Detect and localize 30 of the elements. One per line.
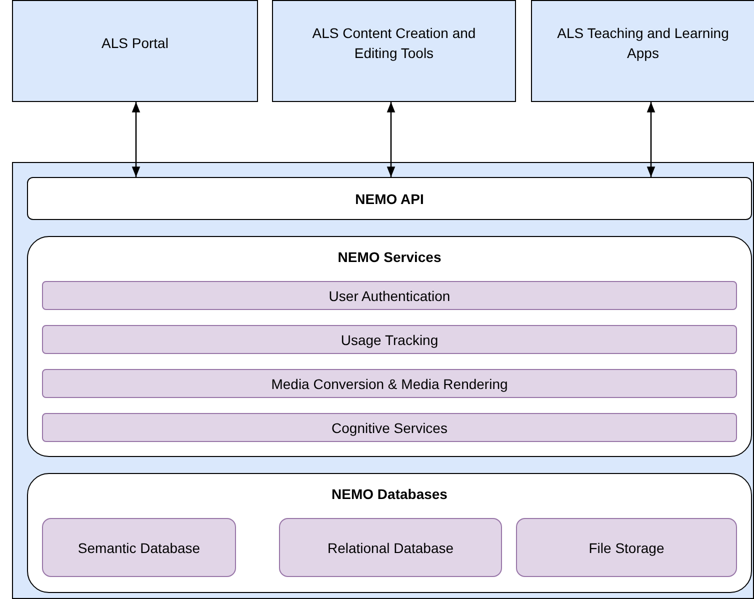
database-box [279,518,502,577]
double-arrow [132,102,140,177]
layer-container [27,236,752,457]
layer-heading: NEMO API [355,190,424,206]
layer-heading: NEMO Databases [330,486,448,502]
node-label: Semantic Database [78,540,200,556]
node-label: User Authentication [328,288,450,304]
layer-heading: NEMO Services [336,249,442,265]
database-box [42,518,236,577]
node-label: Usage Tracking [340,332,438,348]
node-label: ALS Portal [102,34,168,53]
layer-container [27,473,752,593]
api-layer-box [27,177,752,220]
node-label: ALS Content Creation and Editing Tools [311,24,477,63]
component-box [531,0,754,102]
service-bar [42,281,737,310]
node-label: ALS Teaching and Learning Apps [556,24,730,63]
platform-panel [12,162,754,599]
service-bar [42,369,737,398]
double-arrow [646,102,656,177]
service-bar [42,413,737,442]
service-bar [42,325,737,354]
node-label: Relational Database [327,540,454,556]
node-label: Media Conversion & Media Rendering [271,376,508,392]
component-box [12,0,258,102]
component-box [272,0,516,102]
database-box [516,518,737,577]
double-arrow [386,102,396,177]
node-label: Cognitive Services [332,420,448,436]
node-label: File Storage [588,540,664,556]
